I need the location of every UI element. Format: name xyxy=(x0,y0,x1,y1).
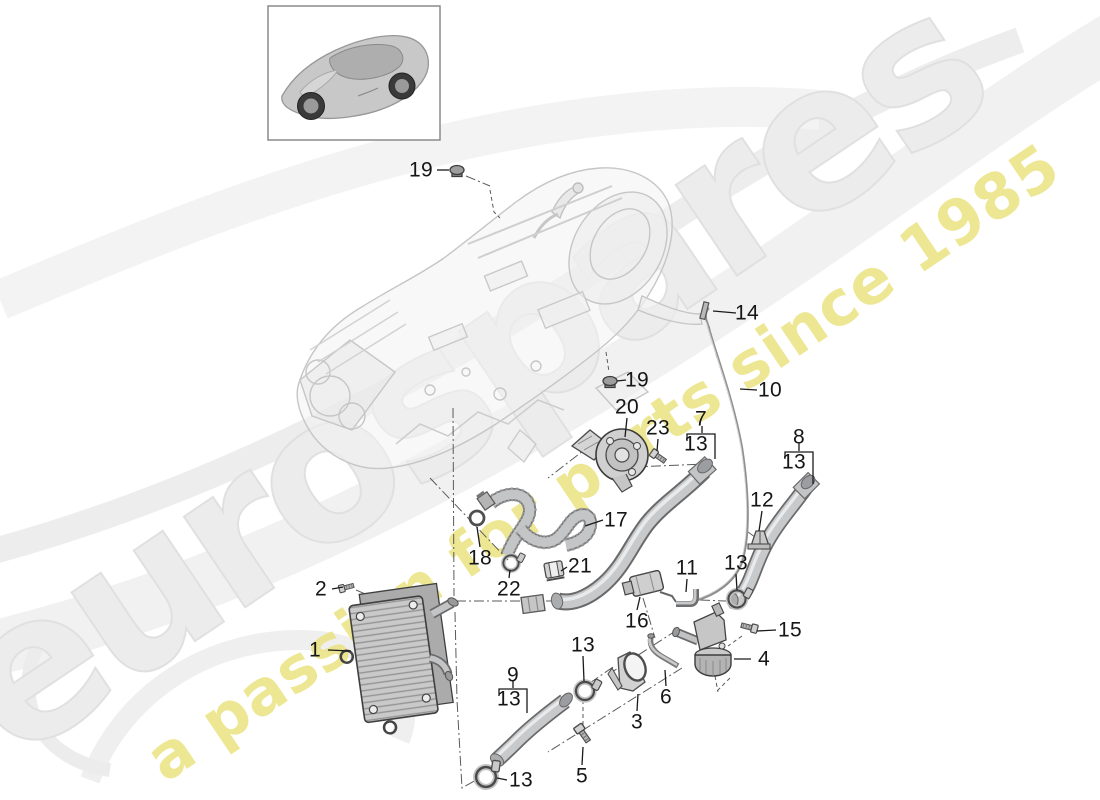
transmission-mount-part20 xyxy=(570,428,649,493)
callout-23: 23 xyxy=(646,416,670,440)
callout-7: 7 xyxy=(695,407,707,431)
callout-group-brackets xyxy=(498,426,814,713)
o-ring-part18 xyxy=(468,509,486,527)
callout-15: 15 xyxy=(778,618,802,642)
callout-19-top: 19 xyxy=(409,158,433,182)
callout-16: 16 xyxy=(625,609,649,633)
coolant-hose-part7 xyxy=(550,456,717,611)
callout-13-group8: 13 xyxy=(782,450,806,474)
retainer-bracket-part21 xyxy=(543,560,565,582)
tube-retainer-part14 xyxy=(699,301,710,321)
corrugated-hose-part17 xyxy=(476,487,598,558)
callout-13-hose8: 13 xyxy=(724,551,748,575)
callout-9: 9 xyxy=(507,663,519,687)
spring-clamp-part12 xyxy=(747,530,771,550)
callout-2: 2 xyxy=(315,577,327,601)
grommet-part19-mid xyxy=(602,375,618,389)
sensor-part16 xyxy=(621,569,665,597)
callout-20: 20 xyxy=(615,395,639,419)
callout-5: 5 xyxy=(576,764,588,788)
background-swooshes xyxy=(0,15,1100,784)
car-thumbnail xyxy=(267,5,441,141)
callout-17: 17 xyxy=(604,508,628,532)
callout-18: 18 xyxy=(468,546,492,570)
callout-13-group7: 13 xyxy=(684,432,708,456)
valve-part4 xyxy=(672,602,732,677)
bolt-part15 xyxy=(739,620,759,635)
callout-12: 12 xyxy=(750,488,774,512)
elbow-pipe-part11 xyxy=(676,589,699,607)
callout-10: 10 xyxy=(758,378,782,402)
callout-13-group9: 13 xyxy=(497,687,521,711)
callout-21: 21 xyxy=(568,554,592,578)
leader-lines xyxy=(327,169,777,781)
callout-13-bottom: 13 xyxy=(509,768,533,792)
callout-6: 6 xyxy=(660,685,672,709)
callout-13-hose9-top: 13 xyxy=(571,633,595,657)
callout-11: 11 xyxy=(675,556,699,580)
callout-19-mid: 19 xyxy=(625,368,649,392)
grommet-part19-top xyxy=(449,164,465,178)
support-bracket-part3 xyxy=(607,651,647,692)
callout-3: 3 xyxy=(631,710,643,734)
hose-clamp-part13-mid xyxy=(576,679,602,700)
callout-4: 4 xyxy=(758,647,770,671)
oil-cooler-part1 xyxy=(339,582,459,735)
callout-22: 22 xyxy=(497,577,521,601)
sensor-bracket-arm xyxy=(659,591,677,603)
formed-pipe-part6 xyxy=(647,633,680,669)
car-thumbnail-image xyxy=(281,35,430,120)
callout-1: 1 xyxy=(309,638,321,662)
hose-sleeve-clamp xyxy=(520,593,546,615)
callout-8: 8 xyxy=(793,425,805,449)
callout-14: 14 xyxy=(735,301,759,325)
transmission-faded-drawing xyxy=(296,167,703,470)
